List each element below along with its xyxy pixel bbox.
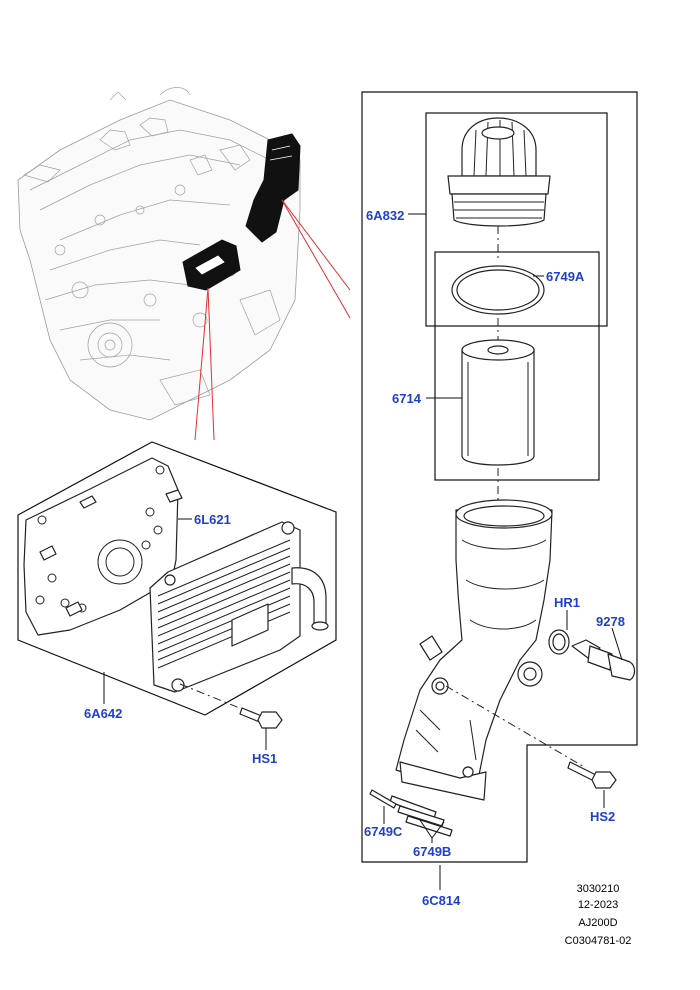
label-6749a: 6749A [546, 269, 585, 284]
filter-cap [447, 117, 551, 227]
filter-group-frame [361, 91, 638, 863]
cooler-gasket [23, 457, 183, 636]
label-6714: 6714 [392, 391, 422, 406]
highlight-leaders [194, 199, 351, 441]
highlighted-filter-housing [245, 133, 301, 243]
info-line-3: AJ200D [578, 917, 617, 929]
label-9278: 9278 [596, 614, 625, 629]
label-leaders [103, 213, 623, 890]
engine-illustration [17, 87, 301, 421]
label-6a832: 6A832 [366, 208, 404, 223]
seals-6749b [389, 795, 453, 837]
cooler-group-frame [17, 441, 337, 716]
label-6a642: 6A642 [84, 706, 122, 721]
oil-cooler [149, 521, 329, 693]
label-6l621: 6L621 [194, 512, 231, 527]
label-hs2: HS2 [590, 809, 615, 824]
filter-element [461, 339, 535, 466]
label-6749b: 6749B [413, 844, 451, 859]
element-subframe [434, 251, 600, 481]
label-6749c: 6749C [364, 824, 403, 839]
filter-housing [395, 499, 553, 801]
ring-hr1 [548, 629, 570, 655]
info-block: 3030210 12-2023 AJ200D C0304781-02 [565, 883, 632, 947]
pressure-sensor [571, 639, 636, 681]
o-ring-6749a [451, 265, 545, 315]
info-line-4: C0304781-02 [565, 935, 632, 947]
label-hs1: HS1 [252, 751, 277, 766]
label-6c814: 6C814 [422, 893, 461, 908]
label-hr1: HR1 [554, 595, 580, 610]
info-line-2: 12-2023 [578, 899, 618, 911]
bolt-hs1 [239, 707, 283, 729]
bolt-hs2 [567, 761, 617, 789]
seals-6749c [369, 789, 397, 809]
cap-subframe [425, 112, 608, 327]
info-line-1: 3030210 [577, 883, 620, 895]
